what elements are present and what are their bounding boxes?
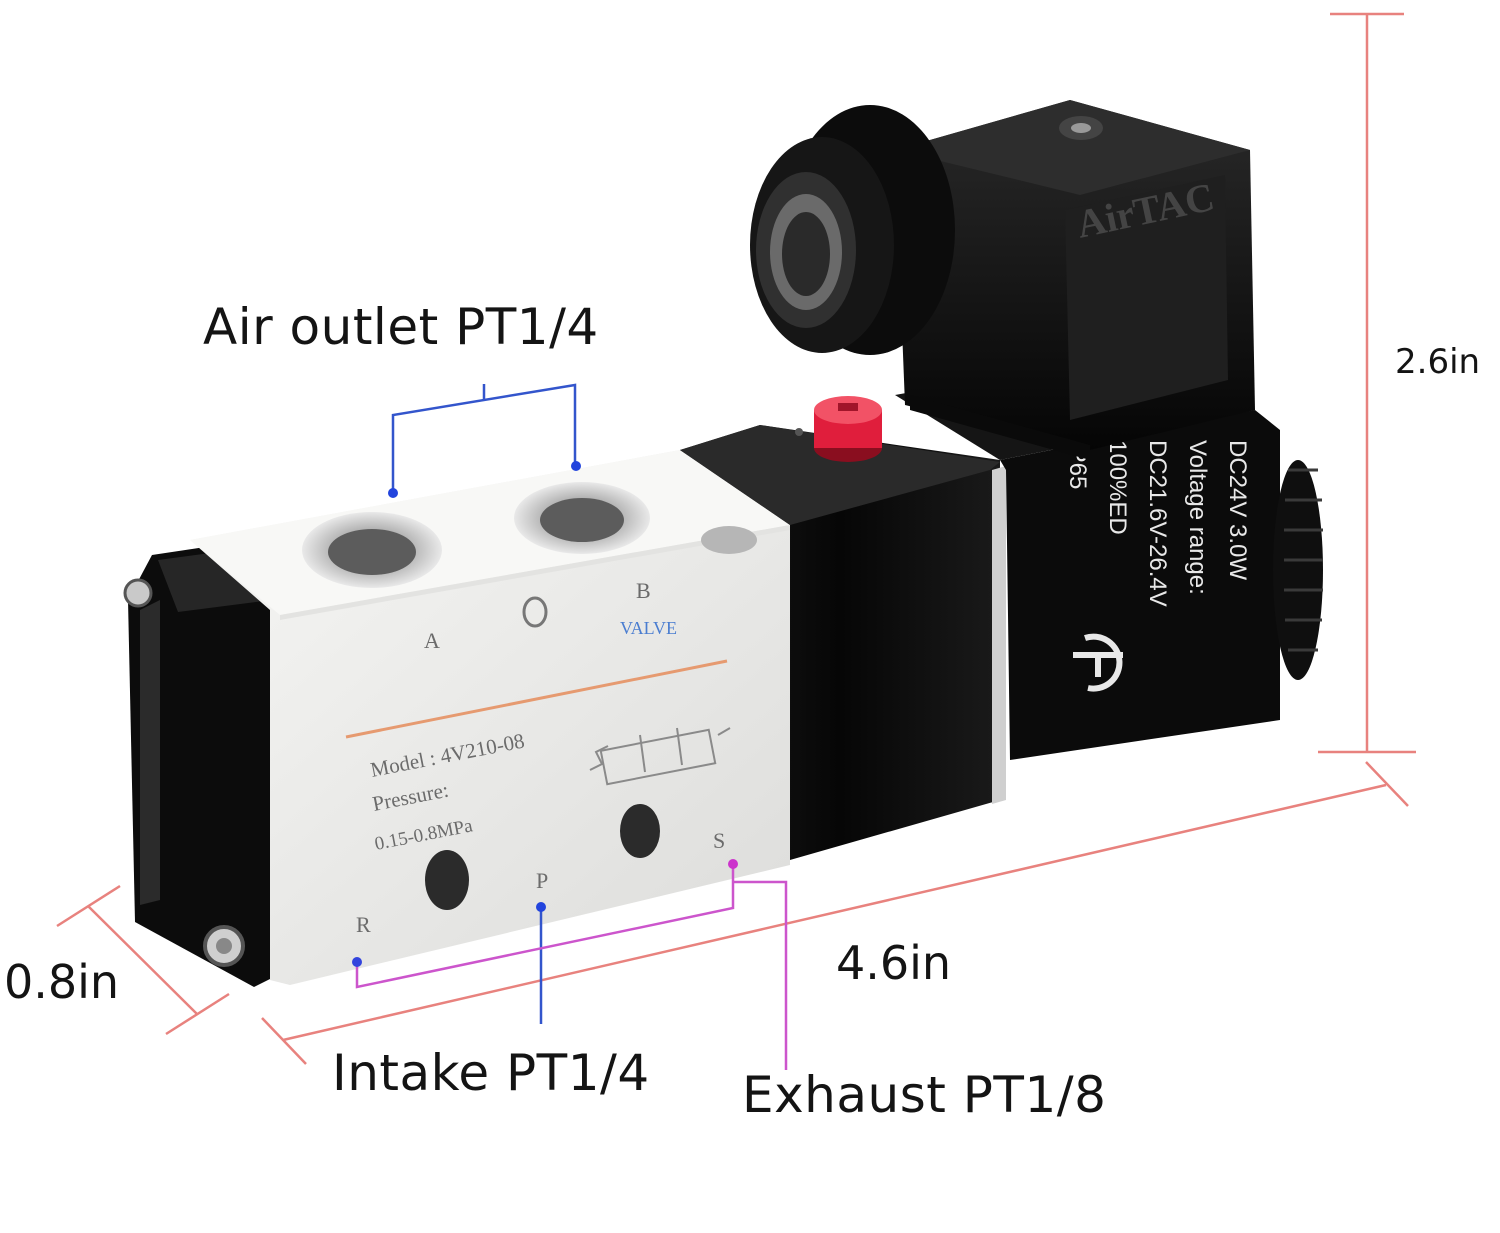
port-a-label: A [424, 628, 440, 653]
length-dimension-label: 4.6in [836, 936, 952, 990]
valve-body: A B VALVE Model : 4V210-08 Pressure: 0.1… [190, 450, 790, 985]
depth-dimension-label: 0.8in [4, 955, 120, 1009]
port-b-label: B [636, 578, 651, 603]
port-r-label: R [356, 912, 371, 937]
port-s-label: S [713, 828, 725, 853]
end-cap [123, 540, 284, 987]
coil-voltage-range-text: DC21.6V-26.4V [1144, 440, 1171, 607]
coil-duty-text: 100%ED [1104, 440, 1131, 535]
height-dimension-label: 2.6in [1395, 342, 1481, 382]
coil-voltage-range-title: Voltage range: [1184, 440, 1211, 595]
coil-rating-text: DC24V 3.0W [1224, 440, 1251, 580]
air-outlet-callout: Air outlet PT1/4 [203, 298, 599, 356]
intake-callout: Intake PT1/4 [332, 1044, 650, 1102]
port-p-label: P [536, 868, 548, 893]
connector-housing: AirTAC [750, 100, 1255, 460]
outlet-leader [388, 383, 581, 498]
intake-leader [536, 902, 546, 1024]
brand-label: VALVE [620, 618, 677, 638]
exhaust-callout: Exhaust PT1/8 [742, 1066, 1107, 1124]
manual-override-button [814, 396, 882, 462]
solenoid-block [680, 396, 1006, 860]
exhaust-leader [352, 859, 788, 1070]
dimension-lines [56, 12, 1416, 1065]
ce-mark [1073, 633, 1123, 692]
